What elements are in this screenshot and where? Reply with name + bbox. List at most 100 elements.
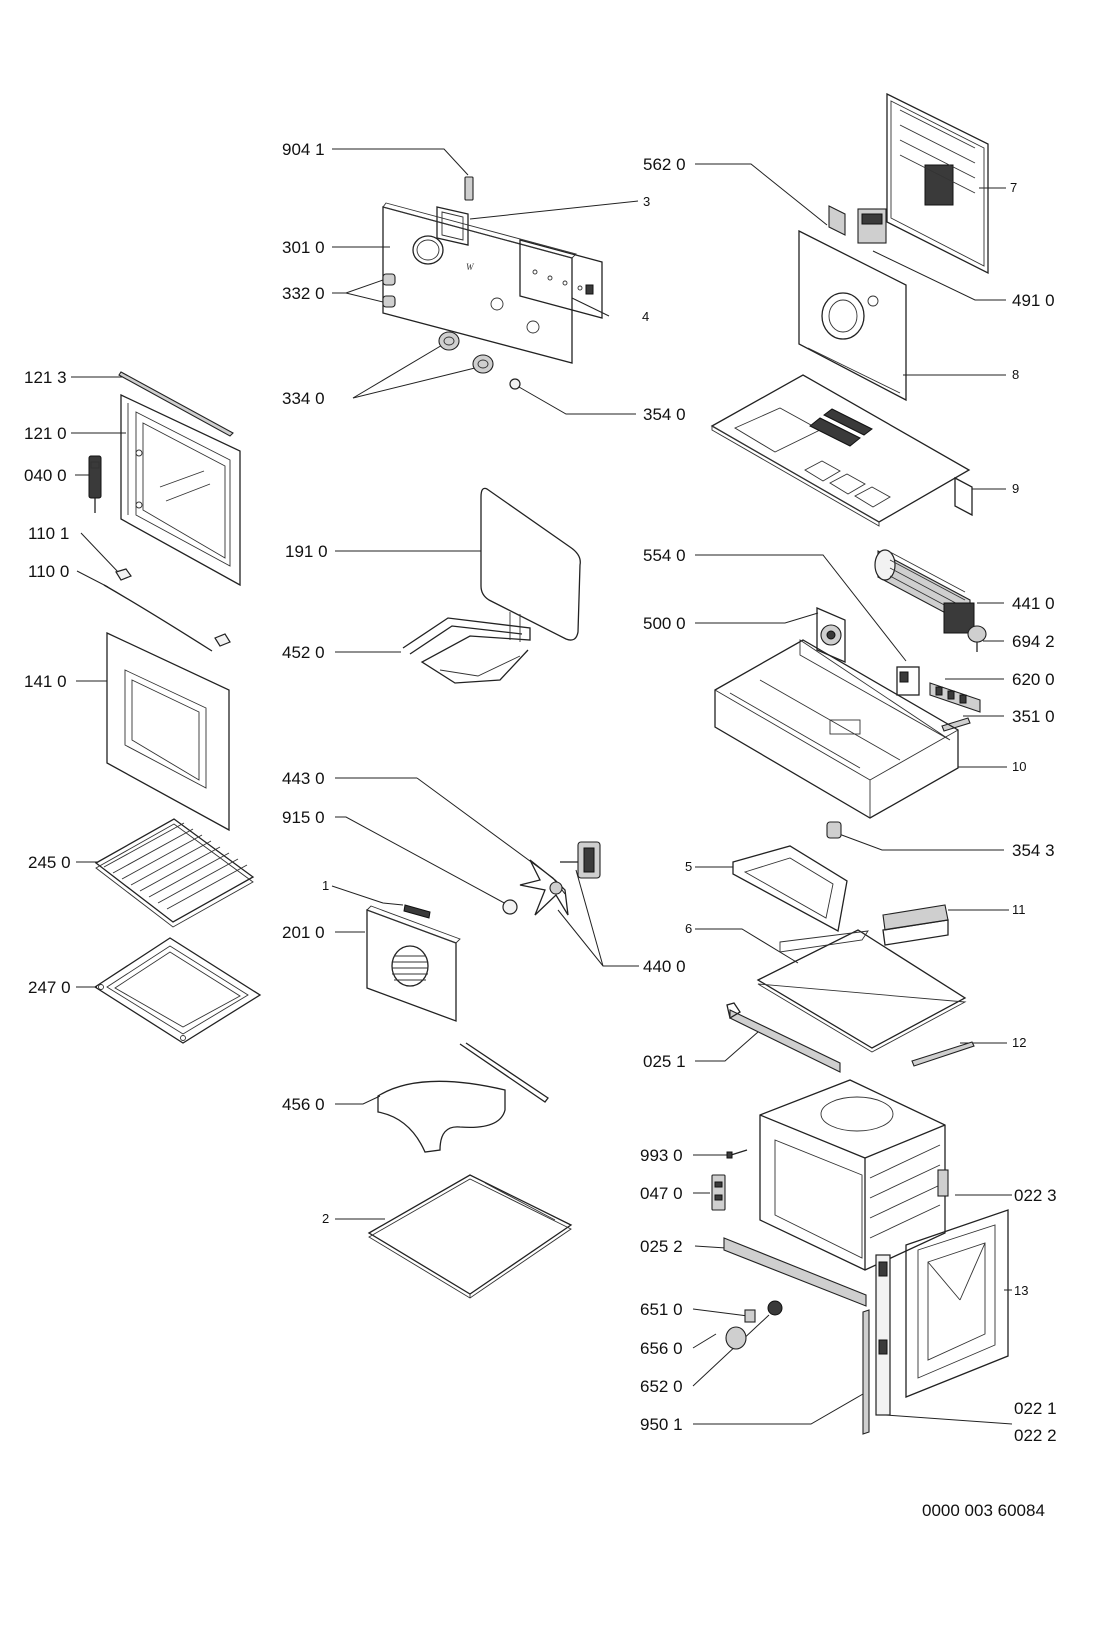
door-seal-cord-part (103, 584, 231, 652)
small-knob-part (725, 1326, 747, 1350)
label-620-0: 620 0 (1012, 670, 1055, 689)
oven-door-gasket-part (480, 487, 581, 641)
label-191-0: 191 0 (285, 542, 328, 561)
selector-switch-part (816, 607, 846, 663)
label-334-0: 334 0 (282, 389, 325, 408)
rear-wall-part (798, 229, 907, 402)
mounting-bracket-part (403, 904, 431, 919)
cavity-top-plate-part (756, 929, 967, 1053)
brand-logo: W (466, 262, 475, 272)
side-door-panel-part (905, 1209, 1009, 1398)
label-500-0: 500 0 (643, 614, 686, 633)
label-245-0: 245 0 (28, 853, 71, 872)
label-652-0: 652 0 (640, 1377, 683, 1396)
label-950-1: 950 1 (640, 1415, 683, 1434)
label-6: 6 (685, 921, 693, 936)
label-301-0: 301 0 (282, 238, 325, 257)
tangential-fan-part (874, 549, 975, 634)
label-562-0: 562 0 (643, 155, 686, 174)
leader-lines (71, 148, 1013, 1425)
door-catch-part (711, 1174, 726, 1211)
relay-part (896, 666, 920, 696)
thermostat-part (828, 205, 846, 236)
baking-tray-part (93, 937, 262, 1044)
hinge-bracket-part (875, 1254, 891, 1416)
label-9: 9 (1012, 481, 1020, 496)
outer-door-glass-part (106, 631, 230, 832)
label-2: 2 (322, 1211, 330, 1226)
indicator-lamp-part (464, 176, 474, 201)
nut-washer-part (502, 899, 518, 915)
side-runner-part (911, 1041, 975, 1067)
bottom-cover-plate-part (367, 1174, 573, 1299)
display-window-frame-part (436, 206, 469, 246)
label-5: 5 (685, 859, 693, 874)
housing-frame-part (714, 639, 959, 819)
top-cover-part (710, 374, 973, 527)
cable-clip-part (941, 717, 971, 732)
vertical-rail-part (862, 1309, 870, 1435)
label-993-0: 993 0 (640, 1146, 683, 1165)
label-025-1: 025 1 (643, 1052, 686, 1071)
temperature-sensor-part (967, 625, 987, 652)
label-332-0: 332 0 (282, 284, 325, 303)
label-022-3: 022 3 (1014, 1186, 1057, 1205)
label-022-2: 022 2 (1014, 1426, 1057, 1445)
fan-blade-part (519, 859, 569, 916)
label-12: 12 (1012, 1035, 1027, 1050)
label-3: 3 (643, 194, 651, 209)
label-441-0: 441 0 (1012, 594, 1055, 613)
label-452-0: 452 0 (282, 643, 325, 662)
label-1: 1 (322, 878, 330, 893)
rear-panel-part (886, 92, 989, 275)
label-201-0: 201 0 (282, 923, 325, 942)
top-heating-element-part (402, 612, 531, 684)
oven-cavity-part (759, 1079, 949, 1271)
air-duct-part (732, 845, 848, 933)
label-4: 4 (642, 309, 650, 324)
label-022-1: 022 1 (1014, 1399, 1057, 1418)
screw-part (726, 1149, 748, 1159)
label-651-0: 651 0 (640, 1300, 683, 1319)
label-13: 13 (1014, 1283, 1029, 1298)
label-694-2: 694 2 (1012, 632, 1055, 651)
label-10: 10 (1012, 759, 1027, 774)
front-bracket-part (726, 1002, 841, 1073)
button-caps-part (382, 273, 396, 308)
small-clip-part (115, 568, 132, 581)
label-7: 7 (1010, 180, 1018, 195)
shield-plate-part (882, 904, 949, 946)
label-141-0: 141 0 (24, 672, 67, 691)
label-047-0: 047 0 (640, 1184, 683, 1203)
label-351-0: 351 0 (1012, 707, 1055, 726)
label-904-1: 904 1 (282, 140, 325, 159)
label-354-0: 354 0 (643, 405, 686, 424)
bottom-heating-element-part (377, 1042, 549, 1153)
label-354-3: 354 3 (1012, 841, 1055, 860)
label-491-0: 491 0 (1012, 291, 1055, 310)
label-121-3: 121 3 (24, 368, 67, 387)
door-hinge-part (88, 455, 102, 513)
label-247-0: 247 0 (28, 978, 71, 997)
label-554-0: 554 0 (643, 546, 686, 565)
terminal-block-part (929, 682, 981, 713)
label-8: 8 (1012, 367, 1020, 382)
document-number: 0000 003 60084 (922, 1501, 1045, 1520)
control-pcb-part (519, 239, 603, 319)
transformer-part (857, 208, 887, 244)
label-121-0: 121 0 (24, 424, 67, 443)
label-915-0: 915 0 (282, 808, 325, 827)
control-knobs-part (438, 331, 494, 374)
label-456-0: 456 0 (282, 1095, 325, 1114)
lower-front-strip-part (723, 1237, 867, 1307)
control-panel-part: W (382, 202, 577, 364)
label-110-0: 110 0 (28, 562, 70, 581)
fan-motor-part (560, 841, 601, 879)
door-trim-strip-part (118, 371, 234, 437)
fan-cover-plate-part (366, 905, 461, 1022)
label-443-0: 443 0 (282, 769, 325, 788)
label-11: 11 (1012, 902, 1026, 917)
label-110-1: 110 1 (28, 524, 70, 543)
